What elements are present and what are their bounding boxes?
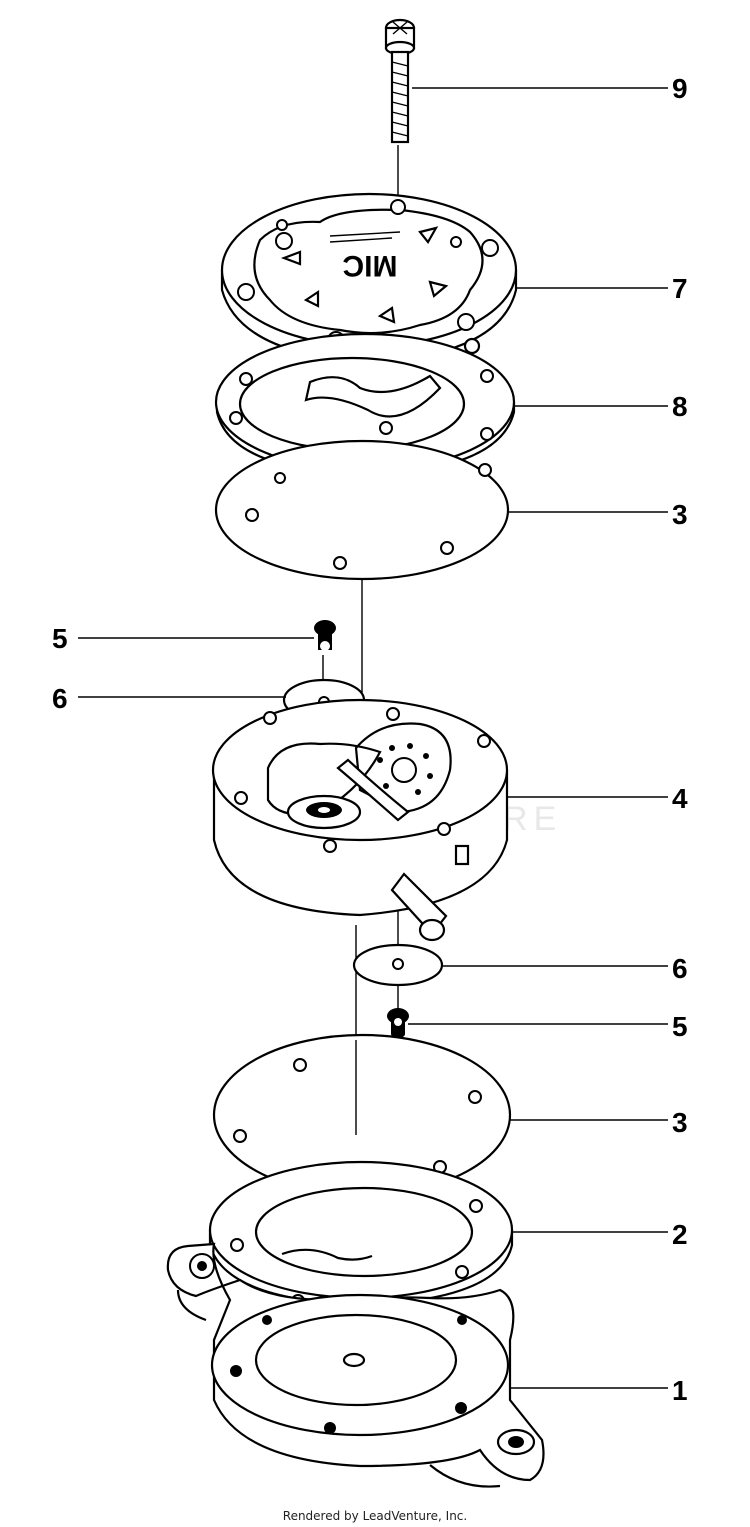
part-3-top-diaphragm — [214, 439, 510, 581]
label-part-4: 4 — [672, 783, 688, 814]
part-5-upper-valve-screw — [314, 620, 336, 651]
footer-credit: Rendered by LeadVenture, Inc. — [283, 1509, 467, 1523]
part-5-lower-valve-screw — [387, 1008, 409, 1038]
label-part-6-left: 6 — [52, 683, 68, 714]
label-part-3-top: 3 — [672, 499, 688, 530]
label-part-5-right: 5 — [672, 1011, 688, 1042]
label-part-5-left: 5 — [52, 623, 68, 654]
part-4-pump-body — [211, 698, 509, 942]
cover-brand-text: MIC — [343, 249, 398, 282]
label-part-2: 2 — [672, 1219, 688, 1250]
label-part-3-bottom: 3 — [672, 1107, 688, 1138]
part-7-top-cover: MIC — [220, 192, 518, 364]
label-part-8: 8 — [672, 391, 688, 422]
label-part-1: 1 — [672, 1375, 688, 1406]
label-part-7: 7 — [672, 273, 688, 304]
label-part-9: 9 — [672, 73, 688, 104]
part-2-base-gasket — [208, 1160, 514, 1308]
leader-lines — [78, 87, 668, 1389]
label-part-6-right: 6 — [672, 953, 688, 984]
part-1-pump-base — [166, 1242, 545, 1488]
part-6-lower-valve-disc — [352, 943, 444, 987]
part-9-screw — [384, 18, 416, 144]
